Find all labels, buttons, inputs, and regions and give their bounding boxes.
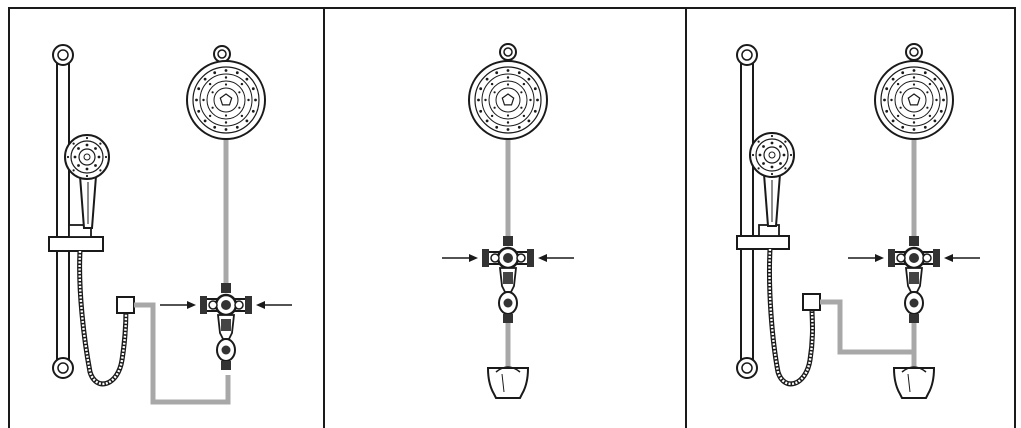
inlet-arrow-left xyxy=(441,253,479,263)
hand-shower xyxy=(64,134,110,229)
panel-2 xyxy=(441,43,575,399)
wall-connector xyxy=(802,293,821,311)
inlet-arrow-left xyxy=(159,300,197,310)
slide-bar xyxy=(736,44,790,379)
panel-1 xyxy=(48,44,293,405)
tub-spout xyxy=(487,366,529,399)
pipe xyxy=(820,130,917,368)
shower-head xyxy=(186,60,266,140)
shower-head xyxy=(468,60,548,140)
hand-shower xyxy=(749,132,795,227)
inlet-arrow-right xyxy=(943,253,981,263)
shower-head-hanger xyxy=(213,45,231,63)
mixing-valve xyxy=(198,281,254,372)
shower-head-hanger xyxy=(905,43,923,61)
inlet-arrow-right xyxy=(537,253,575,263)
diagram-frame xyxy=(8,7,1016,428)
tub-spout xyxy=(893,366,935,399)
wall-connector xyxy=(116,296,135,314)
slide-bar xyxy=(48,44,104,379)
inlet-arrow-right xyxy=(255,300,293,310)
panel-3 xyxy=(736,43,981,399)
mixing-valve xyxy=(886,234,942,325)
shower-head-hanger xyxy=(499,43,517,61)
hose xyxy=(766,248,815,387)
hose xyxy=(77,250,129,387)
mixing-valve xyxy=(480,234,536,325)
inlet-arrow-left xyxy=(847,253,885,263)
pipe xyxy=(134,130,231,405)
shower-head xyxy=(874,60,954,140)
